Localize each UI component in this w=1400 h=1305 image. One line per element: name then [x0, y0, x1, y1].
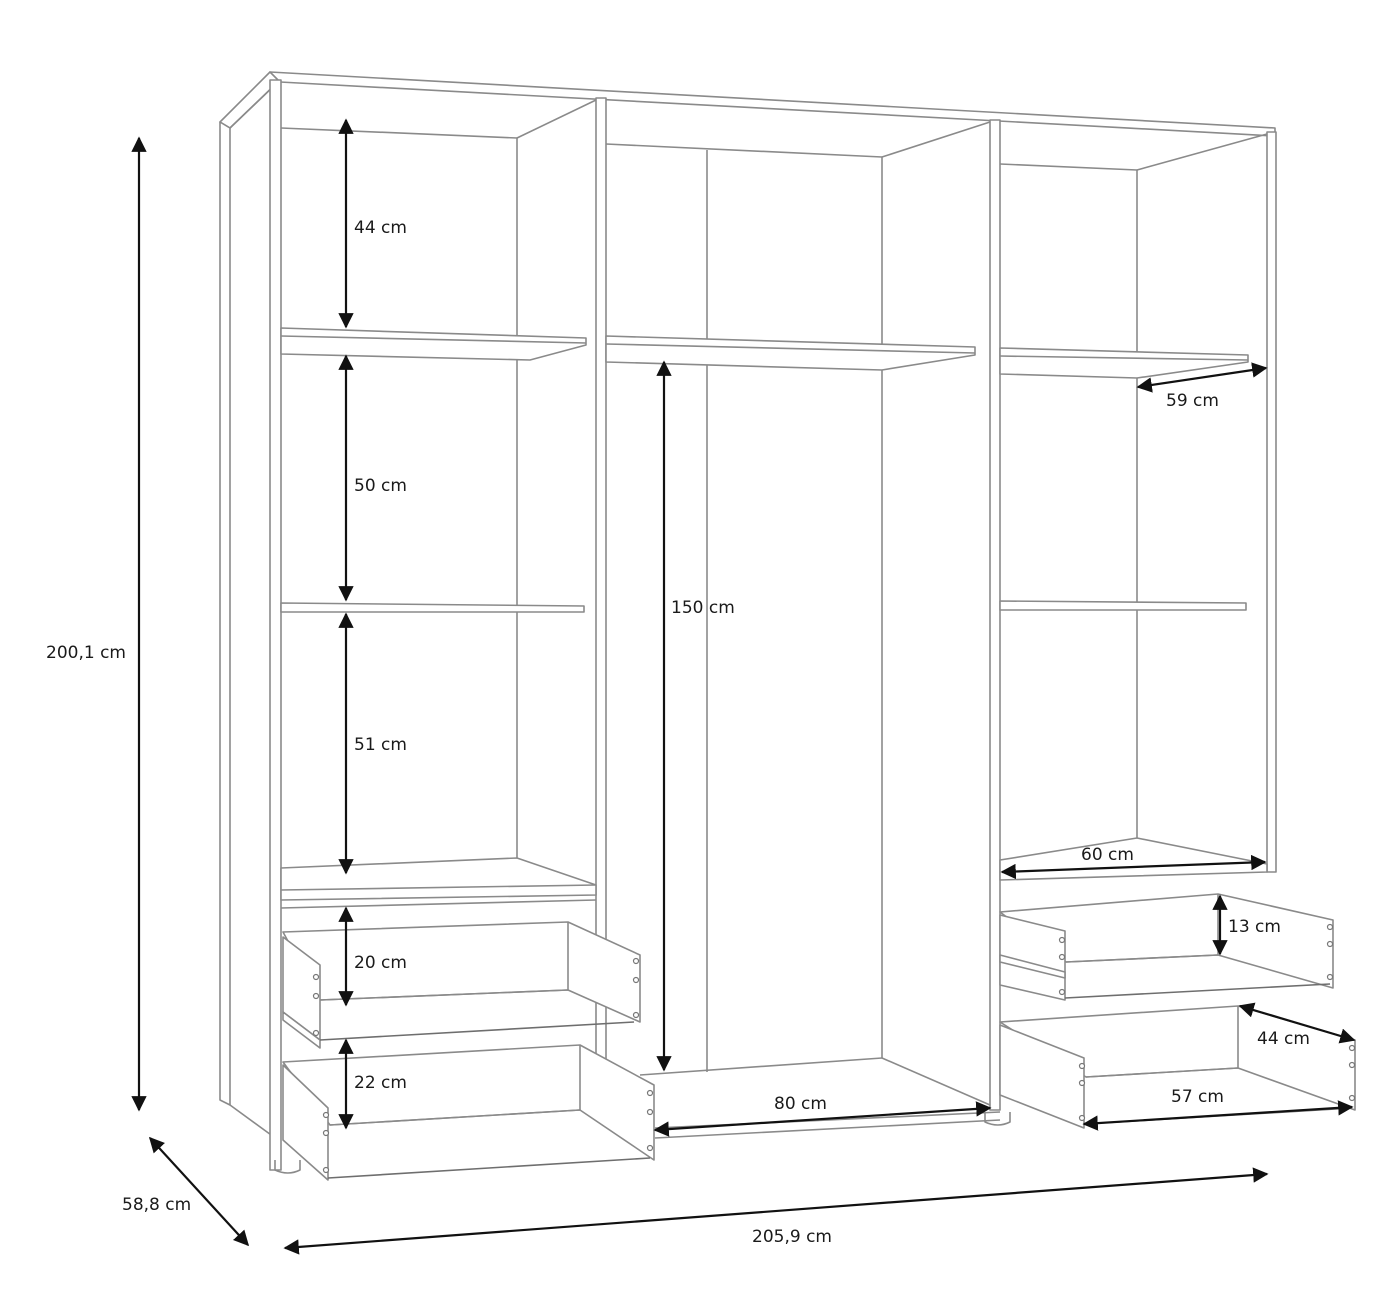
right-outer-panel	[1266, 131, 1277, 873]
top-panel	[269, 71, 1276, 137]
left-drawer-top	[282, 921, 641, 1049]
left-section	[280, 99, 597, 909]
left-side-front-edge	[219, 121, 231, 1106]
left-compartment-2-label: 50 cm	[354, 476, 407, 496]
right-drawer-width-label: 57 cm	[1171, 1087, 1224, 1107]
depth-label: 58,8 cm	[122, 1195, 191, 1215]
right-shelf-2	[999, 600, 1247, 611]
overall-height-label: 200,1 cm	[46, 643, 126, 663]
right-shelf-1	[999, 347, 1249, 379]
middle-shelf	[605, 335, 976, 371]
base-width-arrow	[1000, 854, 1267, 880]
right-drawer-top	[999, 893, 1334, 1001]
dimension-labels: 200,1 cm 58,8 cm 205,9 cm 44 cm 50 cm 51…	[46, 218, 1310, 1247]
shelf-depth-label: 59 cm	[1166, 391, 1219, 411]
left-compartment-3-label: 51 cm	[354, 735, 407, 755]
base-width-label: 60 cm	[1081, 845, 1134, 865]
left-drawer-bottom	[282, 1044, 655, 1181]
right-drawer-width-arrow	[1082, 1100, 1354, 1131]
middle-section	[605, 121, 991, 1106]
divider-right	[989, 119, 1001, 1111]
foot-middle	[984, 1112, 1011, 1126]
right-drawer-depth-label: 44 cm	[1257, 1029, 1310, 1049]
left-bottom-shelf	[280, 857, 597, 901]
right-drawer-height-label: 13 cm	[1228, 917, 1281, 937]
left-drawer-bottom-label: 22 cm	[354, 1073, 407, 1093]
left-drawer-top-label: 20 cm	[354, 953, 407, 973]
middle-width-arrow	[653, 1101, 992, 1137]
hanging-height-label: 150 cm	[671, 598, 735, 618]
left-compartment-1-label: 44 cm	[354, 218, 407, 238]
width-arrow	[283, 1167, 1269, 1255]
left-outer-panel	[269, 79, 282, 1171]
dimension-lines	[131, 118, 1356, 1255]
right-section	[999, 133, 1268, 881]
divider-left	[595, 97, 607, 1074]
left-shelf-2	[280, 602, 585, 613]
depth-arrow	[148, 1136, 250, 1247]
wardrobe-carcass	[219, 71, 1277, 1174]
right-drawer-depth-arrow	[1238, 1002, 1356, 1044]
width-label: 205,9 cm	[752, 1227, 832, 1247]
middle-width-label: 80 cm	[774, 1094, 827, 1114]
shelf-depth-arrow	[1136, 362, 1268, 393]
left-shelf-1	[280, 327, 587, 361]
